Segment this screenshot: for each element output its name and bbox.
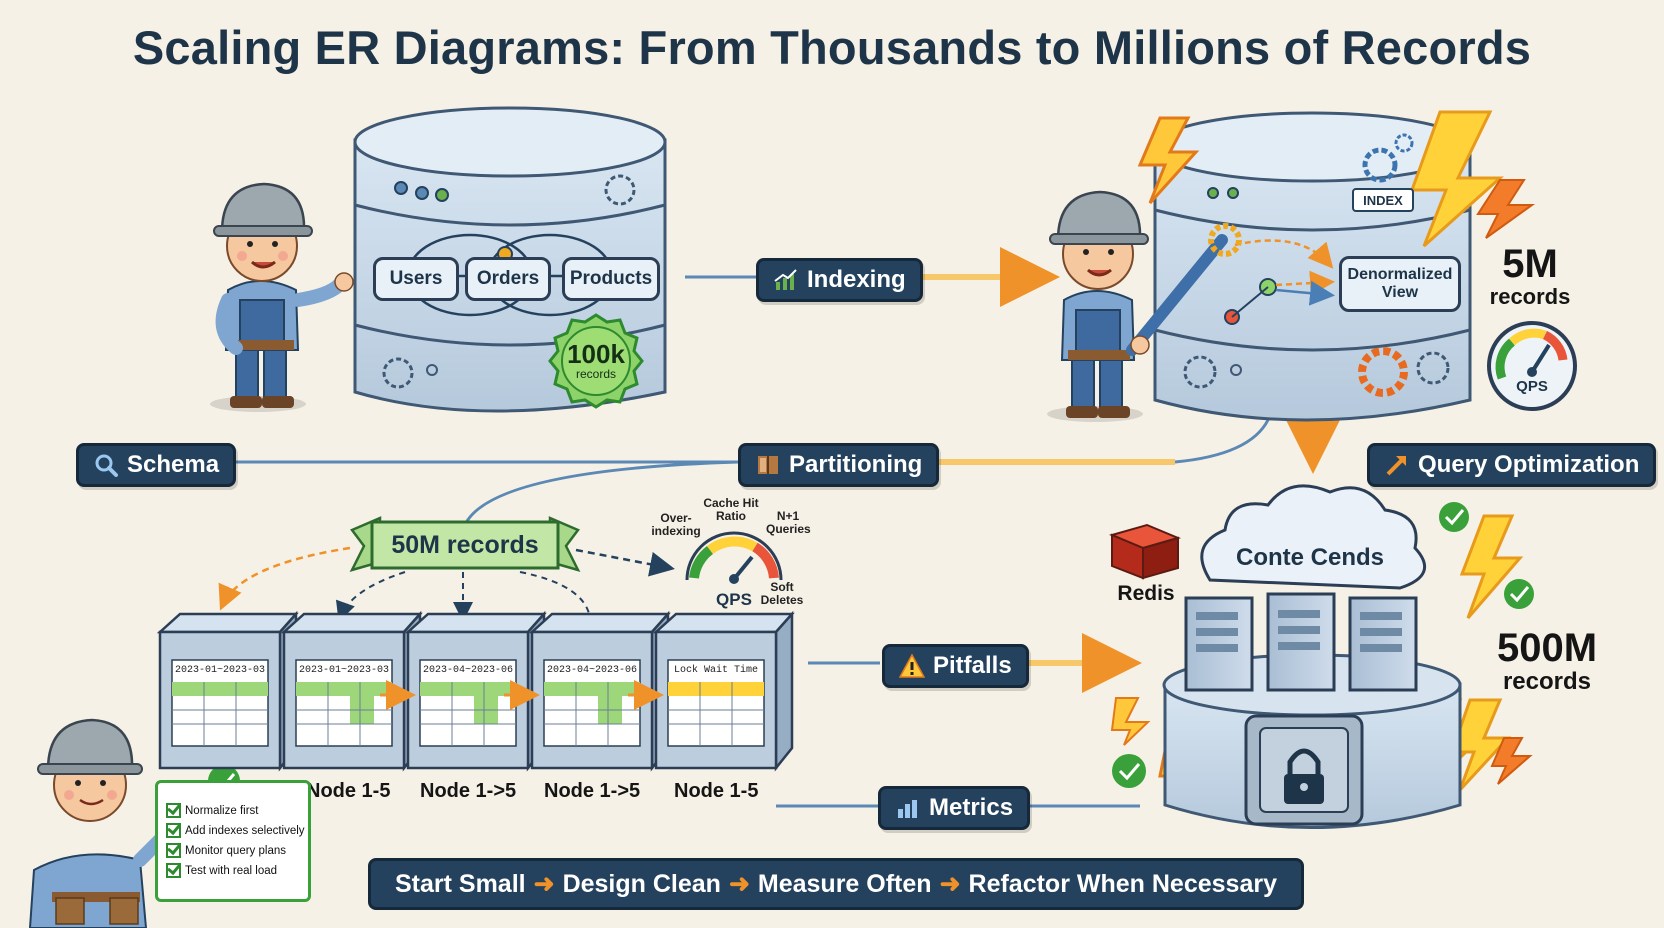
checklist-item: Normalize first	[166, 803, 258, 818]
server-header: Lock Wait Time	[673, 665, 758, 676]
server-towers	[1184, 592, 1418, 692]
checkbox-icon	[166, 863, 181, 878]
checkbox-icon	[166, 803, 181, 818]
entity-users: Users	[373, 257, 459, 301]
checkbox-icon	[166, 823, 181, 838]
badge-unit: records	[575, 367, 616, 381]
partitioning-label: Partitioning	[789, 451, 923, 478]
index-tag: INDEX	[1352, 188, 1414, 212]
banner-records: 50M records	[391, 531, 539, 559]
best-practices-checklist: Normalize first Add indexes selectively …	[155, 780, 311, 902]
node-label: Node 1->5	[544, 780, 641, 802]
server-header: 2023-01~2023-03	[298, 665, 389, 676]
query-optimization-label: Query Optimization	[1418, 451, 1640, 478]
cloud	[1200, 484, 1426, 590]
redis-label: Redis	[1117, 582, 1175, 605]
pitfalls-label: Pitfalls	[933, 652, 1012, 679]
server-header: 2023-01~2023-03	[174, 665, 265, 676]
arrow-right-icon: ➜	[533, 870, 555, 898]
records-badge	[548, 313, 644, 409]
denormalized-view-box: Denormalized View	[1339, 256, 1461, 312]
trend-chart-icon	[774, 269, 797, 290]
arrow-up-right-icon	[1386, 456, 1406, 476]
records-banner	[349, 516, 581, 572]
connector-lines	[218, 247, 1343, 808]
database-mid	[1152, 111, 1472, 422]
server-header: 2023-04~2023-06	[546, 665, 637, 676]
partition-servers	[156, 610, 795, 772]
workflow-step: Measure Often	[757, 869, 932, 898]
checklist-item: Monitor query plans	[166, 843, 286, 858]
cluster-records-unit: records	[1502, 668, 1592, 695]
annotation-cache-hit-ratio: Cache Hit Ratio	[703, 496, 759, 523]
book-icon	[758, 456, 778, 474]
search-icon	[95, 454, 118, 477]
node-label: Node 1-5	[306, 780, 391, 802]
workflow-step: Design Clean	[562, 869, 721, 898]
worker-illustration-2	[1047, 190, 1242, 422]
node-label: Node 1->5	[420, 780, 517, 802]
cluster-records-count: 500M	[1496, 626, 1598, 670]
indexing-pill: Indexing	[756, 258, 923, 302]
annotation-n-plus-one: N+1 Queries	[766, 509, 811, 536]
page-title: Scaling ER Diagrams: From Thousands to M…	[132, 21, 1532, 74]
metrics-pill: Metrics	[878, 786, 1031, 830]
mid-records-count: 5M	[1502, 242, 1558, 286]
cloud-label: Conte Cends	[1235, 544, 1384, 571]
arrow-right-icon: ➜	[939, 870, 961, 898]
server-header: 2023-04~2023-06	[422, 665, 513, 676]
redis-cache-icon	[1108, 523, 1182, 580]
arrow-right-icon: ➜	[728, 870, 750, 898]
entity-orders: Orders	[465, 257, 551, 301]
workflow-bar: Start Small ➜ Design Clean ➜ Measure Oft…	[368, 858, 1304, 910]
mid-gauge-label: QPS	[1516, 378, 1548, 395]
query-optimization-pill: Query Optimization	[1367, 443, 1657, 487]
entity-products: Products	[562, 257, 660, 301]
worker-illustration-1	[210, 182, 354, 412]
qps-gauge-mid	[1487, 321, 1577, 411]
badge-number: 100k	[567, 339, 625, 369]
mid-records-unit: records	[1489, 284, 1571, 309]
warning-icon	[899, 653, 925, 678]
node-label: Node 1-5	[674, 780, 759, 802]
bar-chart-icon	[898, 800, 917, 818]
workflow-step: Start Small	[395, 869, 526, 898]
schema-label: Schema	[127, 451, 220, 478]
annotation-over-indexing: Over-indexing	[651, 511, 701, 538]
workflow-step: Refactor When Necessary	[968, 869, 1277, 898]
metrics-label: Metrics	[929, 794, 1014, 821]
pitfalls-pill: Pitfalls	[882, 644, 1029, 688]
indexing-label: Indexing	[807, 266, 906, 293]
annotation-soft-deletes: Soft Deletes	[760, 580, 804, 607]
qps-gauge-partition	[685, 531, 783, 584]
partitioning-pill: Partitioning	[738, 443, 940, 487]
worker-illustration-3	[28, 718, 167, 928]
partition-gauge-label: QPS	[716, 590, 752, 609]
schema-pill: Schema	[76, 443, 237, 487]
checkbox-icon	[166, 843, 181, 858]
checklist-item: Add indexes selectively	[166, 823, 305, 838]
checklist-item: Test with real load	[166, 863, 277, 878]
